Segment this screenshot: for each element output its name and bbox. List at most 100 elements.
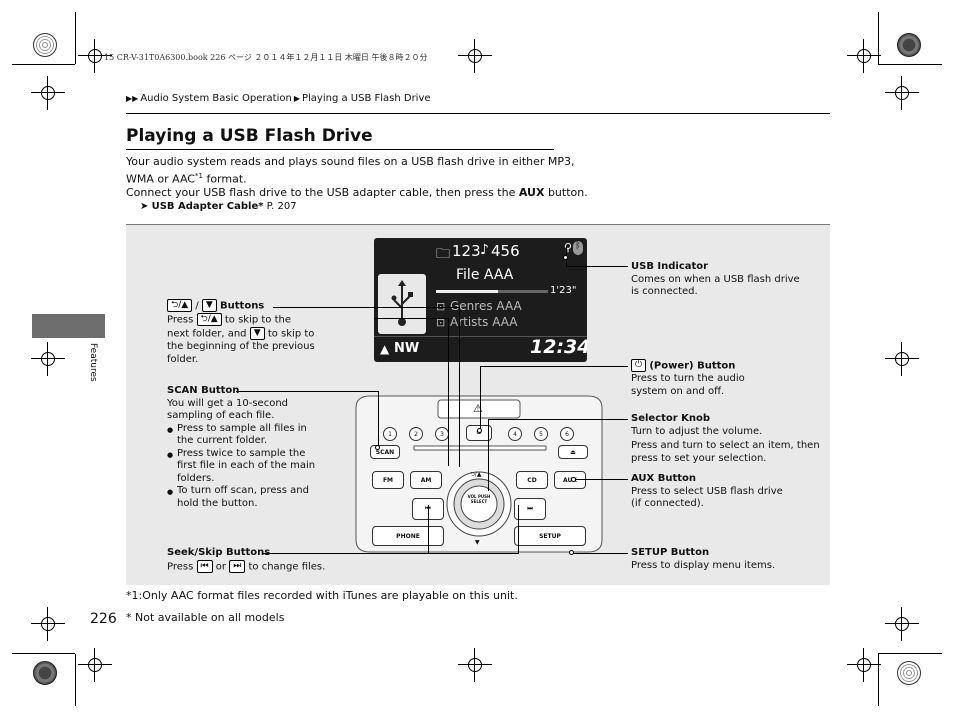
callout-text: folders. xyxy=(177,472,215,484)
trim-line xyxy=(75,654,76,706)
selector-knob[interactable]: VOL PUSH SELECT xyxy=(467,494,491,504)
intro-line-3: Connect your USB flash drive to the USB … xyxy=(126,185,588,200)
leader-line xyxy=(262,553,518,554)
breadcrumb-item-audio-system[interactable]: Audio System Basic Operation xyxy=(140,93,292,104)
breadcrumb-separator: ▶ xyxy=(293,94,300,103)
selector-knob-callout: Selector Knob Turn to adjust the volume.… xyxy=(631,413,820,465)
callout-text: press to set your selection. xyxy=(631,452,767,464)
trim-line xyxy=(75,12,76,64)
callout-title: Buttons xyxy=(220,300,265,312)
callout-title: USB Indicator xyxy=(631,261,709,272)
page-number: 226 xyxy=(90,611,117,627)
callout-text: to skip to xyxy=(264,328,315,340)
title-rule xyxy=(126,149,554,150)
usb-indicator-callout: USB Indicator Comes on when a USB flash … xyxy=(631,261,800,299)
callout-text: folder. xyxy=(167,353,199,365)
am-button[interactable]: AM xyxy=(410,471,442,489)
folder-icon: 🗀 xyxy=(436,246,450,262)
intro-text: Your audio system reads and plays sound … xyxy=(126,155,575,168)
scan-button-callout: SCAN Button You will get a 10-second sam… xyxy=(167,385,315,510)
print-header: 15 CR-V-31T0A6300.book 226 ページ ２０１４年１２月１… xyxy=(104,53,428,62)
callout-text: You will get a 10-second xyxy=(167,397,289,409)
callout-text: to skip to the xyxy=(221,314,292,326)
callout-text: Press and turn to select an item, then xyxy=(631,440,820,451)
leader-line xyxy=(428,505,429,554)
hazard-icon: ⚠ xyxy=(473,402,483,415)
preset-6-button[interactable]: 6 xyxy=(560,427,574,441)
setup-button[interactable]: SETUP xyxy=(514,526,586,546)
artist-icon: ⊡ xyxy=(436,316,446,329)
intro-text: format. xyxy=(202,172,247,186)
seek-forward-button[interactable]: ⏭ xyxy=(514,498,546,520)
folder-up-key-icon: ⮌/▲ xyxy=(167,299,193,312)
not-available-note: * Not available on all models xyxy=(126,611,285,624)
preset-4-button[interactable]: 4 xyxy=(508,427,522,441)
file-name: File AAA xyxy=(456,267,514,283)
eject-button[interactable]: ⏏ xyxy=(558,445,588,459)
registration-mark xyxy=(897,661,921,685)
callout-text: Press xyxy=(167,314,197,326)
trim-line xyxy=(12,653,75,654)
leader-line xyxy=(480,366,481,430)
registration-mark xyxy=(897,33,921,57)
preset-2-button[interactable]: 2 xyxy=(409,427,423,441)
crosshair-mark xyxy=(458,39,492,73)
seek-forward-key-icon: ⏭ xyxy=(229,559,246,573)
reference-label: USB Adapter Cable xyxy=(151,201,259,212)
breadcrumb-item-usb: Playing a USB Flash Drive xyxy=(301,93,431,104)
leader-line xyxy=(488,419,628,420)
bluetooth-icon: ᛒ xyxy=(573,241,583,255)
callout-bullet: Press twice to sample the xyxy=(167,448,315,461)
preset-5-button[interactable]: 5 xyxy=(534,427,548,441)
cd-button[interactable]: CD xyxy=(516,471,548,489)
leader-line xyxy=(488,419,489,491)
registration-mark xyxy=(33,33,57,57)
leader-dot xyxy=(571,477,576,482)
folder-down-icon: ▼ xyxy=(475,539,480,546)
crosshair-mark xyxy=(31,607,65,641)
fm-button[interactable]: FM xyxy=(372,471,404,489)
callout-bullet: Press to sample all files in xyxy=(167,423,315,436)
reference-star: * xyxy=(258,201,264,212)
compass-heading: NW xyxy=(394,341,420,356)
callout-text: Press to display menu items. xyxy=(631,559,776,571)
folder-down-key-icon: ▼ xyxy=(249,327,265,340)
callout-text: first file in each of the main xyxy=(177,460,316,471)
progress-bar xyxy=(436,290,548,293)
leader-line xyxy=(273,307,459,308)
leader-dot xyxy=(569,550,574,555)
aux-keyword: AUX xyxy=(518,186,545,199)
seek-skip-callout: Seek/Skip Buttons Press ⏮ or ⏭ to change… xyxy=(167,547,325,574)
crosshair-mark xyxy=(31,76,65,110)
preset-1-button[interactable]: 1 xyxy=(383,427,397,441)
trim-line xyxy=(878,64,942,65)
reference-page: P. 207 xyxy=(263,201,297,212)
callout-text: sampling of each file. xyxy=(167,410,275,421)
callout-bullet: To turn off scan, press and xyxy=(167,485,315,498)
crosshair-mark xyxy=(458,648,492,682)
header-rule xyxy=(126,113,830,114)
folder-number: 123 xyxy=(452,242,481,260)
aux-button[interactable]: AUX xyxy=(554,471,586,489)
chapter-label: Features xyxy=(88,343,98,382)
callout-title: AUX Button xyxy=(631,473,697,484)
leader-dot xyxy=(375,445,380,450)
callout-text: Press to select USB flash drive xyxy=(631,485,783,497)
track-icon: ♪ xyxy=(480,242,489,258)
separator-line xyxy=(374,336,587,337)
callout-text: the current folder. xyxy=(177,435,268,446)
crosshair-mark xyxy=(847,648,881,682)
trim-line xyxy=(12,64,75,65)
preset-3-button[interactable]: 3 xyxy=(435,427,449,441)
genre-icon: ⊡ xyxy=(436,300,445,313)
chapter-tab xyxy=(32,314,105,338)
leader-line xyxy=(378,391,379,447)
leader-line xyxy=(518,505,519,554)
seek-back-key-icon: ⏮ xyxy=(196,559,213,573)
usb-cable-reference[interactable]: ➤ USB Adapter Cable* P. 207 xyxy=(140,201,297,212)
callout-text: Press xyxy=(167,561,197,572)
phone-button[interactable]: PHONE xyxy=(372,526,444,546)
callout-title: Seek/Skip Buttons xyxy=(167,547,271,558)
intro-text: WMA or AAC xyxy=(126,172,195,186)
folder-up-key-icon: ⮌/▲ xyxy=(196,313,222,326)
